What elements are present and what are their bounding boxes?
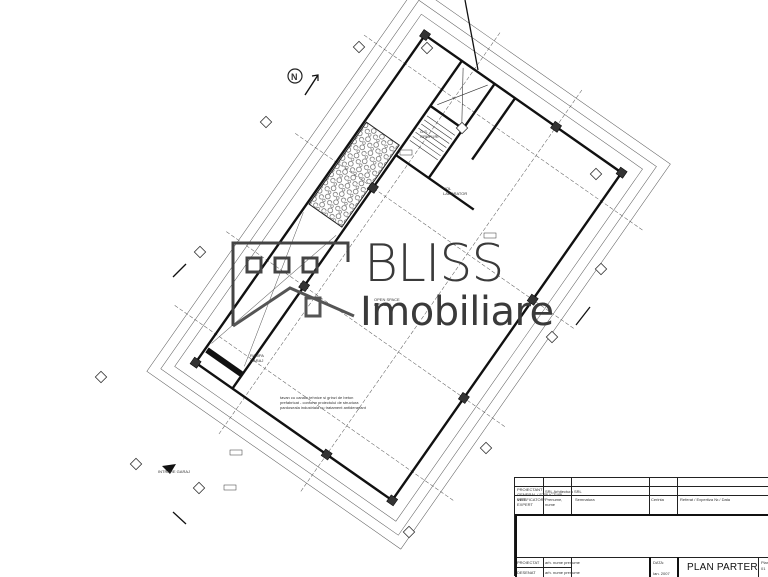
proiectat-label: PROIECTAT: [517, 560, 540, 565]
svg-text:GARAJ: GARAJ: [250, 358, 263, 363]
proiectant-value: SRL Arhitectura SRL: [545, 489, 582, 494]
svg-text:GRUPURI: GRUPURI: [420, 134, 438, 139]
sheet-label: Plansa: [761, 560, 768, 565]
svg-text:pardoseala industriala cu trat: pardoseala industriala cu tratament anti…: [280, 405, 367, 410]
svg-text:G.S.: G.S.: [420, 129, 428, 134]
referat-label: Referat / Expertiza Nr./ Data: [680, 497, 731, 502]
svg-text:tavan cu canale tehnice si gri: tavan cu canale tehnice si grinzi de bet…: [280, 395, 353, 400]
verificator-label: VERIFICATOR/ EXPERT: [517, 497, 545, 507]
svg-text:LABORATOR: LABORATOR: [443, 191, 467, 196]
desenat-label: DESENAT: [517, 570, 536, 575]
drawing-title: PLAN PARTER: [687, 562, 758, 573]
svg-text:prefabricat - conform proiectu: prefabricat - conform proiectului de str…: [280, 400, 359, 405]
proiectant-label: PROIECTANT GENERAL / STRUCTURI INST.: [517, 487, 563, 502]
level-tags: [223, 149, 497, 491]
date-value: Ian. 2007: [653, 571, 670, 576]
svg-text:INTRARE GARAJ: INTRARE GARAJ: [158, 469, 190, 474]
section-arrows: [172, 0, 591, 525]
cerinta-label: Cerinta: [651, 497, 664, 502]
svg-text:OPEN SPACE: OPEN SPACE: [374, 297, 400, 302]
svg-text:BIROURI: BIROURI: [374, 302, 391, 307]
entrance-arrow-icon: [162, 464, 176, 474]
svg-text:RAMPA: RAMPA: [250, 353, 264, 358]
desenat-value: arh. nume prenume: [545, 570, 580, 575]
north-arrow-icon: N: [287, 68, 319, 96]
room-labels: HOL LABORATOR RAMPA GARAJ OPEN SPACE BIR…: [158, 129, 467, 474]
title-block: PROIECTANT GENERAL / STRUCTURI INST. SRL…: [514, 477, 768, 577]
date-label: DATA:: [653, 560, 665, 565]
sheet-number: 01: [761, 566, 766, 571]
svg-text:N: N: [291, 72, 298, 82]
verificator-name: Prenume, nume: [545, 497, 563, 507]
grid-markers: [94, 40, 608, 539]
semnatura-label: Semnatura: [575, 497, 595, 502]
svg-text:HOL: HOL: [443, 186, 452, 191]
proiectat-value: arh. nume prenume: [545, 560, 580, 565]
